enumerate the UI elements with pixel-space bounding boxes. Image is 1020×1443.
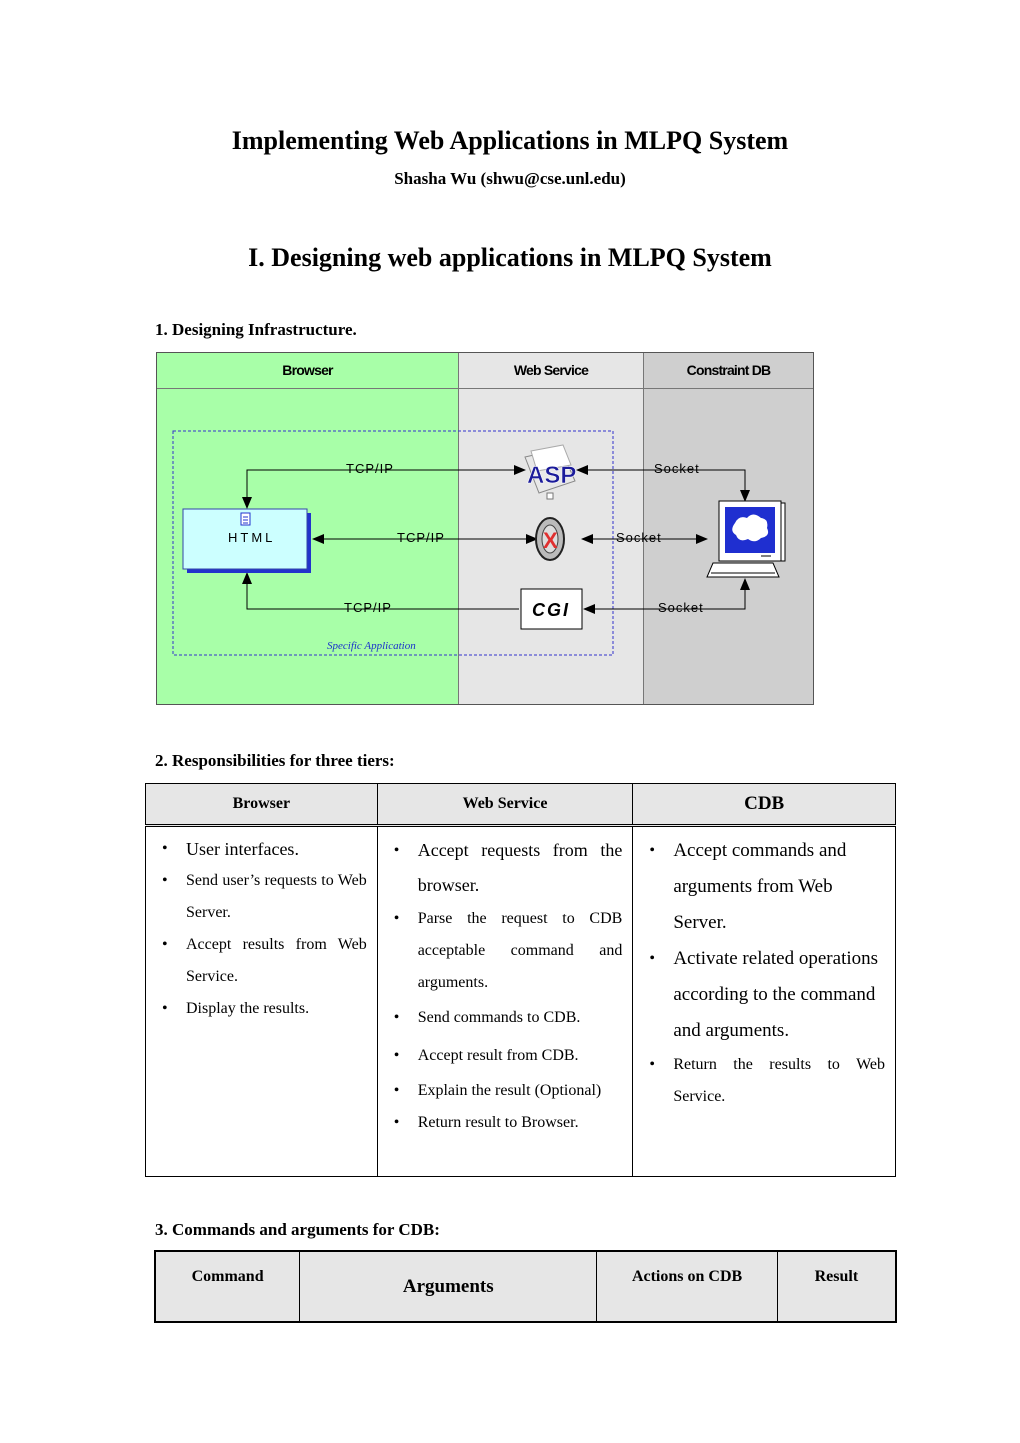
cmd-header-arguments: Arguments — [299, 1250, 598, 1323]
cgi-box — [520, 588, 583, 630]
specific-application-label: Specific Application — [327, 640, 416, 652]
list-item: Explain the result (Optional) — [388, 1075, 623, 1107]
resp-header-web-service: Web Service — [376, 783, 634, 826]
list-item: Return result to Browser. — [388, 1107, 623, 1139]
responsibilities-table: Browser Web Service CDB User interfaces.… — [145, 783, 896, 1177]
tcp-link-asp — [242, 469, 517, 509]
constraint-db-column-header: Constraint DB — [644, 353, 813, 389]
tcp-link-cgi — [242, 572, 519, 610]
list-item: User interfaces. — [156, 833, 367, 865]
list-item: Return the results to Web Service. — [643, 1049, 885, 1113]
socket-link-cgi — [647, 578, 750, 610]
asp-icon: ASP — [524, 444, 577, 500]
resp-cell-browser: User interfaces. Send user’s requests to… — [145, 825, 378, 1177]
socket-label-middle: Socket — [616, 530, 662, 545]
list-item: Accept results from Web Service. — [156, 929, 367, 993]
tcp-ip-label-top: TCP/IP — [346, 461, 394, 476]
resp-header-cdb: CDB — [632, 783, 896, 826]
diagram-graphics: ASP X CGI — [172, 430, 786, 656]
subsection-infrastructure: 1. Designing Infrastructure. — [155, 320, 357, 339]
list-item: Accept result from CDB. — [388, 1037, 623, 1075]
tcp-ip-label-bottom: TCP/IP — [344, 600, 392, 615]
web-service-column-header: Web Service — [459, 353, 643, 389]
infrastructure-diagram: Browser Web Service Constraint DB — [156, 352, 814, 705]
socket-label-top: Socket — [654, 461, 700, 476]
list-item: Parse the request to CDB acceptable comm… — [388, 903, 623, 999]
resp-cell-web-service: Accept requests from the browser. Parse … — [376, 825, 634, 1177]
section-heading: I. Designing web applications in MLPQ Sy… — [248, 243, 772, 272]
list-item: Display the results. — [156, 993, 367, 1025]
browser-column-header: Browser — [157, 353, 458, 389]
list-item: Accept requests from the browser. — [388, 833, 623, 903]
subsection-responsibilities: 2. Responsibilities for three tiers: — [155, 751, 395, 770]
cmd-header-result: Result — [776, 1250, 897, 1323]
list-item: Send user’s requests to Web Server. — [156, 865, 367, 929]
subsection-commands: 3. Commands and arguments for CDB: — [155, 1220, 440, 1239]
resp-cell-cdb: Accept commands and arguments from Web S… — [632, 825, 896, 1177]
cgi-label: CGI — [532, 600, 570, 620]
cmd-header-actions: Actions on CDB — [596, 1250, 778, 1323]
x-component-icon: X — [535, 517, 565, 561]
resp-header-browser: Browser — [145, 783, 378, 826]
document-title: Implementing Web Applications in MLPQ Sy… — [231, 126, 789, 155]
cmd-header-command: Command — [154, 1250, 301, 1323]
author-line: Shasha Wu (shwu@cse.unl.edu) — [394, 169, 626, 188]
tcp-ip-label-middle: TCP/IP — [397, 530, 445, 545]
list-item: Activate related operations according to… — [643, 941, 885, 1049]
socket-link-asp — [647, 469, 750, 502]
list-item: Accept commands and arguments from Web S… — [643, 833, 885, 941]
list-item: Send commands to CDB. — [388, 999, 623, 1037]
html-label: HTML — [228, 530, 276, 545]
computer-icon — [706, 500, 786, 578]
socket-label-bottom: Socket — [658, 600, 704, 615]
svg-text:ASP: ASP — [527, 462, 576, 489]
specific-application-region — [172, 430, 614, 656]
commands-table: Command Arguments Actions on CDB Result — [154, 1250, 897, 1323]
svg-text:X: X — [543, 528, 558, 553]
document-icon — [240, 512, 251, 526]
